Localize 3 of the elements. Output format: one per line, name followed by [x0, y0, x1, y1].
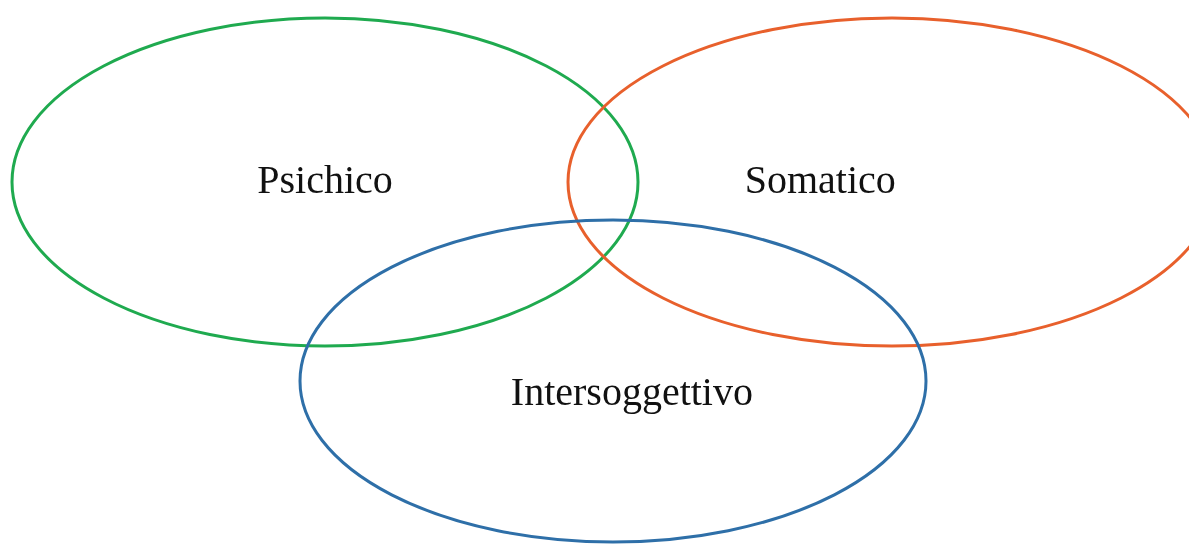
- set-label: Somatico: [744, 155, 896, 203]
- set-label: Psichico: [257, 155, 393, 203]
- set-label: Intersoggettivo: [510, 367, 753, 415]
